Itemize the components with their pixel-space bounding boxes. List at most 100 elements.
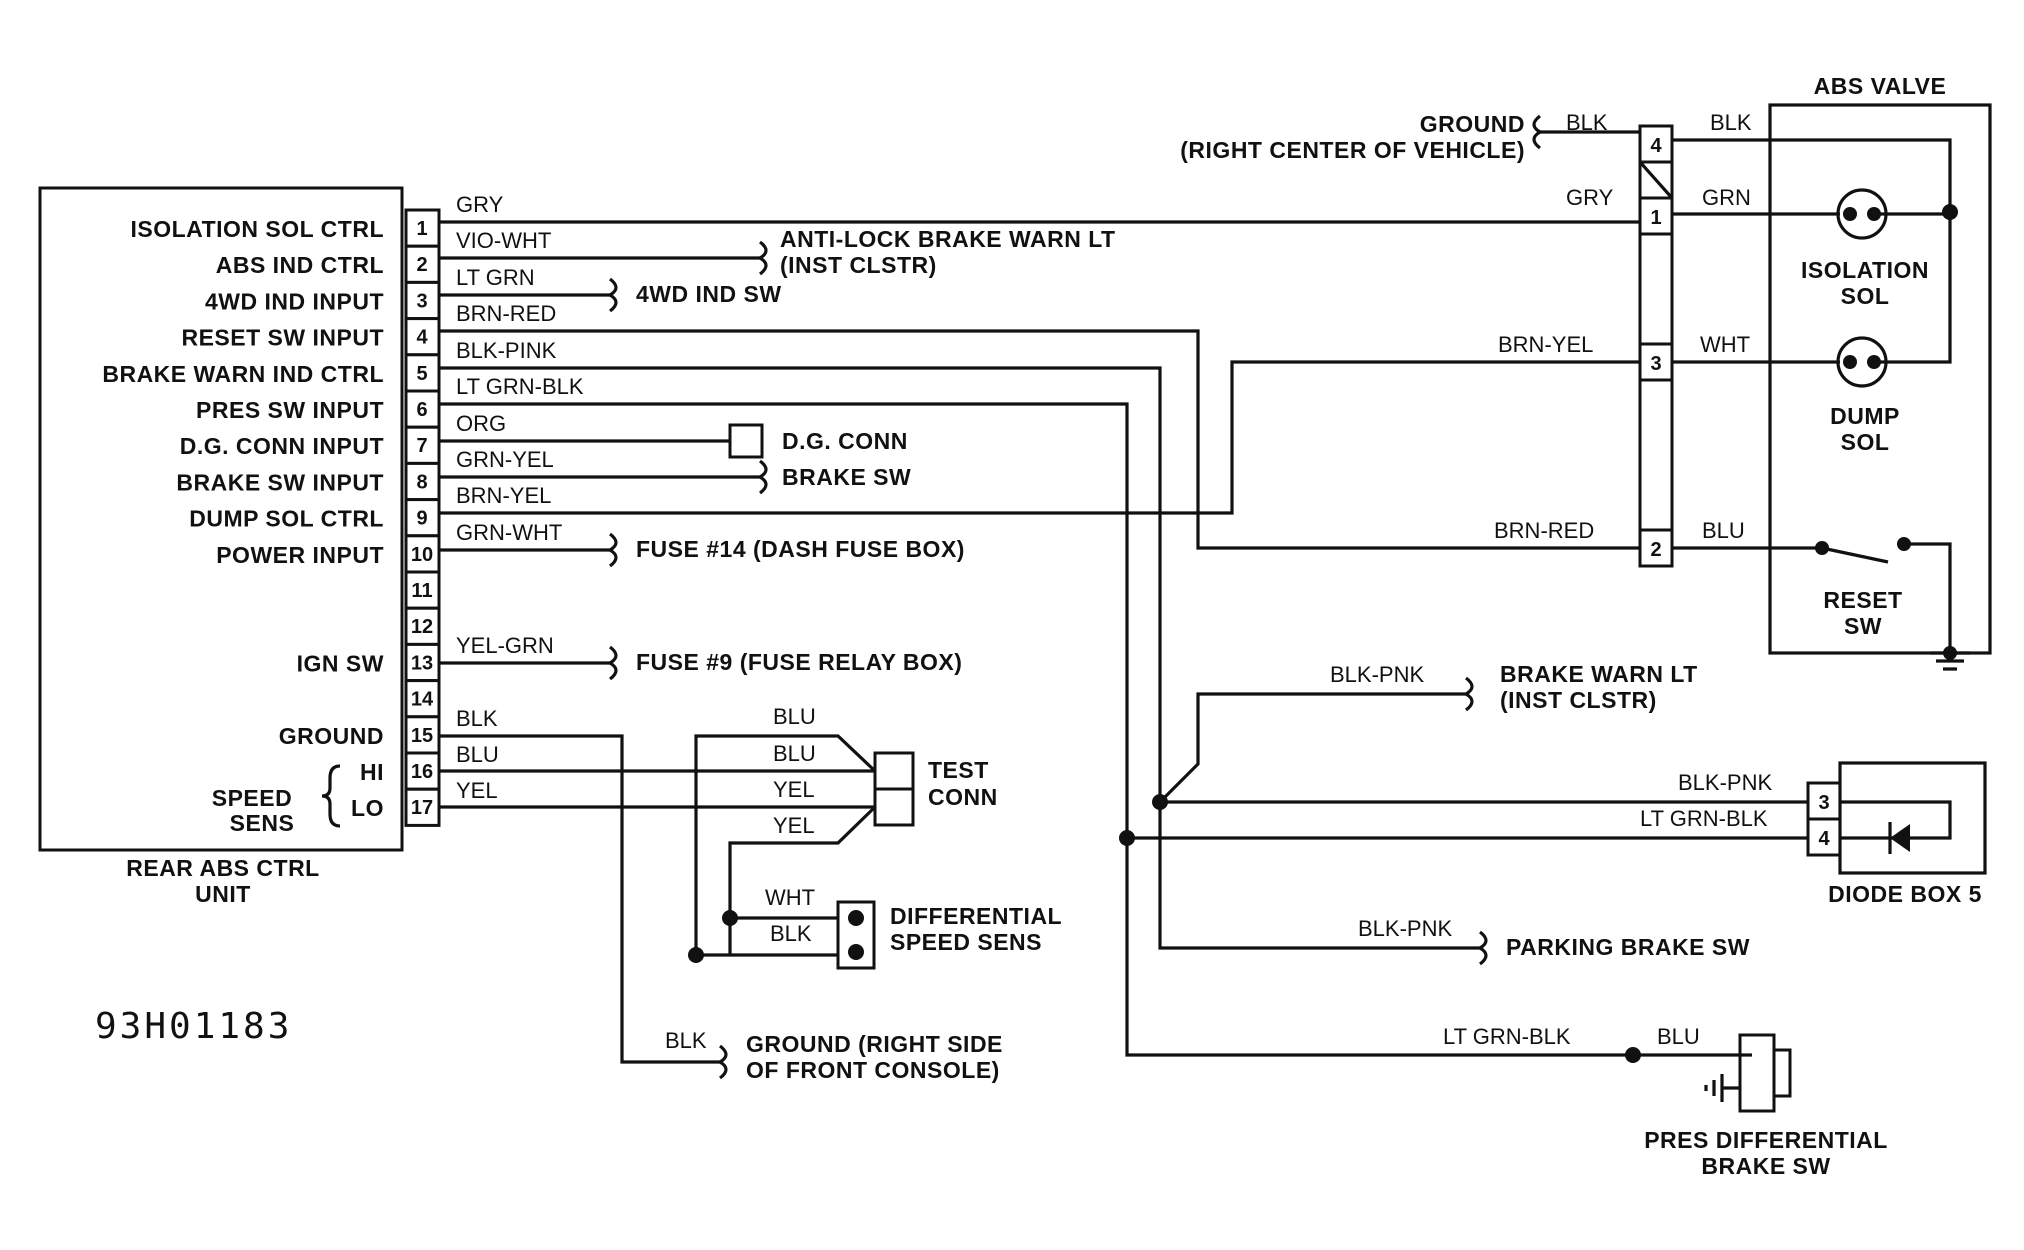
reset-sw-contact	[1897, 537, 1911, 551]
brake-warn-lt-label-1: BRAKE WARN LT	[1500, 661, 1698, 687]
unit-pin-box	[404, 317, 441, 357]
unit-pin-box	[404, 787, 441, 827]
4wd-ind-sw-label: 4WD IND SW	[636, 281, 782, 307]
unit-pin-label: ISOLATION SOL CTRL	[131, 216, 384, 242]
pres-diff-label-1: PRES DIFFERENTIAL	[1644, 1127, 1888, 1153]
valve-blk-left-label: BLK	[1566, 110, 1608, 135]
blk-pnk-warn-label: BLK-PNK	[1330, 662, 1424, 687]
abs-valve-title: ABS VALVE	[1814, 73, 1947, 99]
dump-sol-label-1: DUMP	[1830, 403, 1900, 429]
test-yel-label-1: YEL	[773, 777, 815, 802]
unit-pin-label: IGN SW	[297, 650, 384, 676]
valve-conn-pin-4	[1638, 124, 1674, 164]
rear-abs-ctrl-unit-box	[38, 186, 404, 852]
valve-brn-yel-label: BRN-YEL	[1498, 332, 1593, 357]
unit-pin-number: 9	[416, 508, 427, 530]
wire-label-1: GRY	[456, 192, 504, 217]
valve-pin-4-label: 4	[1650, 135, 1662, 157]
test-yel-label-2: YEL	[773, 813, 815, 838]
diode-box	[1838, 761, 1987, 875]
diff-wht-label: WHT	[765, 885, 815, 910]
unit-wires	[439, 220, 1640, 1064]
test-blu-label-2: BLU	[773, 741, 816, 766]
pres-diff-sw-cap	[1772, 1048, 1792, 1098]
diff-sens-pin	[848, 944, 864, 960]
isolation-sol-label-2: SOL	[1841, 283, 1890, 309]
wire-label-9: BRN-YEL	[456, 483, 551, 508]
unit-pin-number: 17	[411, 797, 433, 819]
unit-pin-number: 2	[416, 254, 427, 276]
valve-blk-right-label: BLK	[1710, 110, 1752, 135]
blu-pres-label: BLU	[1657, 1024, 1700, 1049]
wire-label-17: YEL	[456, 778, 498, 803]
unit-pin-number: 1	[416, 218, 427, 240]
conn-symbol-abs-warn	[758, 240, 768, 276]
abs-valve-section: 4 1 3 2 BLK GROUND (RIGHT CENTER OF VEHI…	[1180, 73, 1992, 671]
junction-dot	[722, 910, 738, 926]
unit-pin-label: LO	[351, 795, 384, 821]
blk-pnk-diode-label: BLK-PNK	[1678, 770, 1772, 795]
dg-conn-label: D.G. CONN	[782, 428, 908, 454]
speed-sens-brace	[321, 764, 341, 828]
speed-sens-label-1: SPEED	[212, 785, 292, 811]
unit-pin-number: 11	[411, 580, 432, 602]
dump-sol-label-2: SOL	[1841, 429, 1890, 455]
test-conn-label-2: CONN	[928, 784, 998, 810]
fuse14-label: FUSE #14 (DASH FUSE BOX)	[636, 536, 965, 562]
unit-pin-box	[404, 280, 441, 321]
ground-icon	[1704, 1074, 1740, 1102]
wire-label-2: VIO-WHT	[456, 228, 551, 253]
conn-symbol-4wd	[608, 277, 618, 313]
unit-pin-label: BRAKE SW INPUT	[176, 469, 384, 495]
conn-symbol-parking-brake	[1478, 930, 1488, 966]
conn-symbol-ground-vehicle	[1532, 114, 1542, 150]
diode-box-pin-3	[1806, 781, 1842, 821]
unit-pin-number: 15	[411, 725, 433, 747]
unit-pin-number: 10	[411, 544, 433, 566]
valve-conn-spacer	[1638, 378, 1674, 532]
unit-pin-label: POWER INPUT	[216, 542, 384, 568]
test-conn-upper	[873, 751, 915, 791]
unit-pin-number: 14	[411, 689, 434, 711]
unit-pin-label: RESET SW INPUT	[181, 325, 384, 351]
unit-pin-number: 13	[411, 652, 433, 674]
speed-sens-label-2: SENS	[230, 810, 295, 836]
unit-pin-box	[404, 389, 441, 429]
unit-pin-label: HI	[360, 759, 384, 785]
unit-pin-box	[404, 679, 441, 719]
wire-label-13: YEL-GRN	[456, 633, 554, 658]
diff-speed-label-2: SPEED SENS	[890, 929, 1042, 955]
connector-symbols	[608, 114, 1542, 1080]
unit-pin-number: 5	[416, 363, 427, 385]
valve-pin-1-label: 1	[1650, 207, 1661, 229]
reset-sw-label-2: SW	[1844, 613, 1882, 639]
ground-vehicle-label-1: GROUND	[1420, 111, 1525, 137]
isolation-sol-icon	[1836, 188, 1888, 240]
unit-pin-label: GROUND	[279, 723, 384, 749]
unit-pin-number: 7	[416, 435, 427, 457]
unit-pin-box	[404, 498, 441, 538]
unit-name-2: UNIT	[195, 881, 251, 907]
wire-label-16: BLU	[456, 742, 499, 767]
valve-conn-spacer	[1638, 232, 1674, 346]
ground-blk-label: BLK	[665, 1028, 707, 1053]
brake-sw-label: BRAKE SW	[782, 464, 911, 490]
wire-label-3: LT GRN	[456, 265, 535, 290]
junction-dot	[1152, 794, 1168, 810]
wire-label-8: GRN-YEL	[456, 447, 554, 472]
junction-dot	[688, 947, 704, 963]
unit-pin-number: 16	[411, 761, 433, 783]
valve-pin-3-label: 3	[1650, 353, 1661, 375]
reset-sw-label-1: RESET	[1823, 587, 1902, 613]
valve-brn-red-label: BRN-RED	[1494, 518, 1594, 543]
anti-lock-warn-label-2: (INST CLSTR)	[780, 252, 937, 278]
figure-code: 93H01183	[95, 1006, 292, 1047]
wire-label-6: LT GRN-BLK	[456, 374, 584, 399]
diode-pin-4-label: 4	[1818, 828, 1830, 850]
valve-blu-label: BLU	[1702, 518, 1745, 543]
unit-pin-number: 3	[416, 290, 427, 312]
test-conn-label-1: TEST	[928, 757, 989, 783]
valve-pin-2-label: 2	[1650, 539, 1661, 561]
